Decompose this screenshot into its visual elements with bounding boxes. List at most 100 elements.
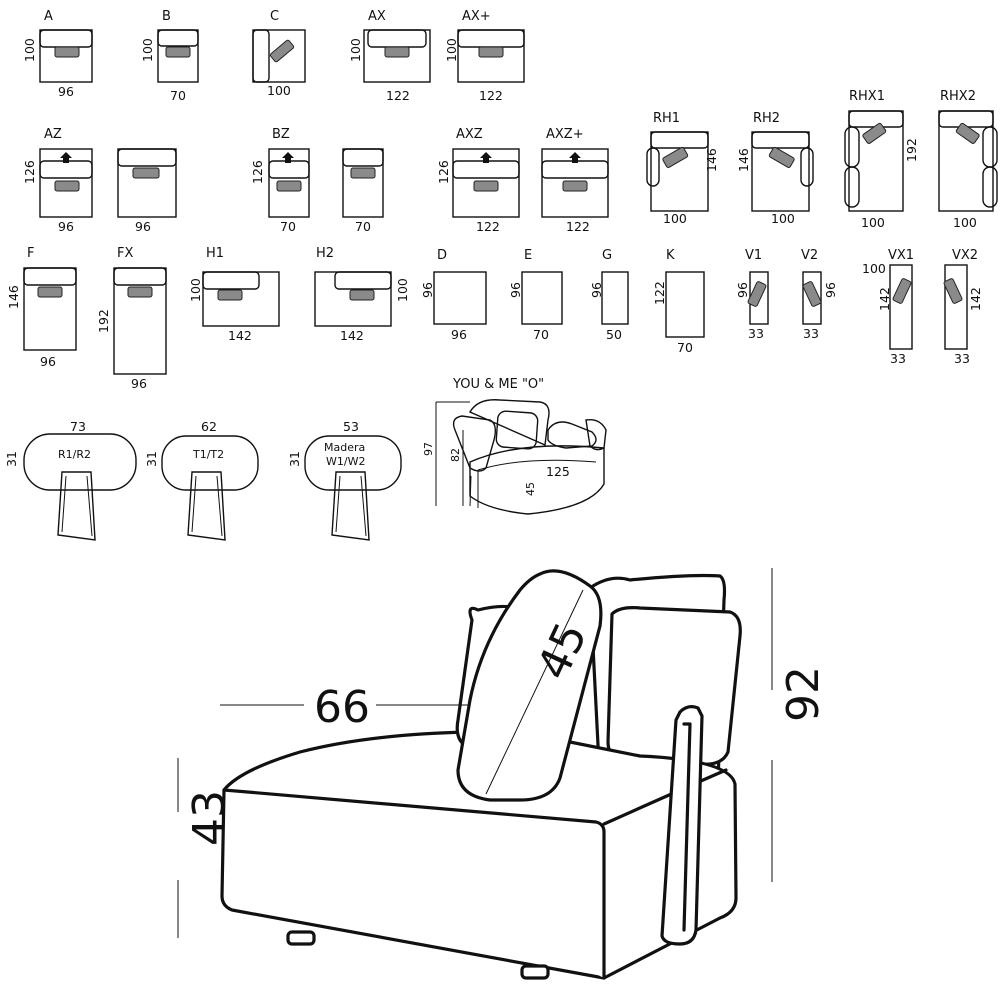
module-bz: BZ 126 70 70 — [250, 127, 384, 234]
module-g-depth: 96 — [589, 282, 604, 298]
module-axz-depth: 126 — [436, 160, 451, 184]
module-b-width: 70 — [170, 88, 186, 103]
module-rhx2-width: 100 — [953, 215, 977, 230]
module-rh1-code: RH1 — [653, 111, 680, 126]
module-rhx1-width: 100 — [861, 215, 885, 230]
table-r1-width: 73 — [70, 419, 86, 434]
module-rhx1: RHX1 192 100 — [844, 89, 919, 230]
module-rh1: RH1 146 100 — [646, 111, 719, 226]
module-az: AZ 126 96 96 — [22, 127, 177, 234]
module-vx2: VX2 142 33 — [943, 248, 983, 366]
module-rh1-width: 100 — [663, 211, 687, 226]
module-bz-depth: 126 — [250, 160, 265, 184]
module-bz-width-b: 70 — [355, 219, 371, 234]
module-a: A 100 96 — [22, 9, 93, 99]
module-ax-plus-depth: 100 — [444, 38, 459, 62]
module-a-width: 96 — [58, 84, 74, 99]
module-f-depth: 146 — [6, 285, 21, 309]
module-k: K 122 70 — [652, 248, 705, 355]
module-k-code: K — [666, 248, 675, 263]
module-rhx2-code: RHX2 — [940, 89, 976, 104]
module-ax: AX 100 122 — [348, 9, 431, 103]
module-ax-width: 122 — [386, 88, 410, 103]
module-fx-depth: 192 — [96, 309, 111, 333]
module-f-width: 96 — [40, 354, 56, 369]
module-rh1-depth: 146 — [704, 148, 719, 172]
module-fx-width: 96 — [131, 376, 147, 391]
main-seat-height-label: 43 — [184, 790, 235, 846]
module-axz-plus-width: 122 — [566, 219, 590, 234]
armchair-o: YOU & ME "O" 97 82 125 45 — [422, 377, 607, 515]
module-axz-width: 122 — [476, 219, 500, 234]
module-rhx2: RHX2 100 — [938, 89, 998, 230]
module-g-width: 50 — [606, 327, 622, 342]
table-w1-code: Madera — [324, 441, 365, 454]
module-e-width: 70 — [533, 327, 549, 342]
module-d: D 96 96 — [420, 248, 487, 342]
module-d-depth: 96 — [420, 282, 435, 298]
module-c: C 100 — [252, 9, 306, 98]
module-g: G 96 50 — [589, 248, 629, 342]
module-az-width-a: 96 — [58, 219, 74, 234]
module-h1-depth: 100 — [188, 278, 203, 302]
module-h1: H1 100 142 — [188, 246, 280, 343]
module-ax-plus-code: AX+ — [462, 9, 491, 24]
module-h2: H2 100 142 — [314, 246, 410, 343]
module-d-code: D — [437, 248, 447, 263]
main-perspective-view: 66 43 92 45 — [177, 568, 829, 980]
module-bz-width-a: 70 — [280, 219, 296, 234]
main-height-label: 92 — [778, 666, 829, 722]
module-rh2-depth: 146 — [736, 148, 751, 172]
table-r1-height: 31 — [4, 451, 19, 467]
table-t1-code: T1/T2 — [192, 448, 224, 461]
module-v1-width: 33 — [748, 326, 764, 341]
module-vx1-width: 33 — [890, 351, 906, 366]
module-h2-width: 142 — [340, 328, 364, 343]
table-r1-code: R1/R2 — [58, 448, 91, 461]
table-w1-w2: 53 Madera W1/W2 31 — [287, 419, 402, 541]
module-ax-code: AX — [368, 9, 386, 24]
module-rh2-width: 100 — [771, 211, 795, 226]
module-ax-depth: 100 — [348, 38, 363, 62]
module-az-depth: 126 — [22, 160, 37, 184]
module-a-code: A — [44, 9, 53, 24]
table-t1-width: 62 — [201, 419, 217, 434]
table-t1-t2: 62 T1/T2 31 — [144, 419, 259, 541]
table-t1-height: 31 — [144, 451, 159, 467]
module-az-width-b: 96 — [135, 219, 151, 234]
module-b-depth: 100 — [140, 38, 155, 62]
module-v2-width: 33 — [803, 326, 819, 341]
table-w1-code2: W1/W2 — [326, 455, 365, 468]
module-rh2: RH2 146 100 — [736, 111, 814, 226]
module-ax-plus: AX+ 100 122 — [444, 9, 525, 103]
module-e: E 96 70 — [508, 248, 563, 342]
module-vx1-extra: 100 — [862, 261, 886, 276]
module-vx1-code: VX1 — [888, 248, 914, 263]
module-v2-depth: 96 — [823, 282, 838, 298]
module-fx: FX 192 96 — [96, 246, 167, 391]
module-vx2-width: 33 — [954, 351, 970, 366]
module-ax-plus-width: 122 — [479, 88, 503, 103]
module-vx1-depth: 142 — [877, 287, 892, 311]
module-f: F 146 96 — [6, 246, 77, 369]
module-axz-plus-code: AXZ+ — [546, 127, 584, 142]
module-h2-code: H2 — [316, 246, 334, 261]
module-az-code: AZ — [44, 127, 62, 142]
table-w1-width: 53 — [343, 419, 359, 434]
main-depth-label: 66 — [314, 682, 370, 733]
module-v1: V1 96 33 — [735, 248, 769, 341]
module-f-code: F — [27, 246, 34, 261]
module-b-code: B — [162, 9, 171, 24]
module-v1-code: V1 — [745, 248, 762, 263]
module-v1-depth: 96 — [735, 282, 750, 298]
module-v2-code: V2 — [801, 248, 818, 263]
module-axz-plus: AXZ+ 122 — [541, 127, 609, 234]
module-c-code: C — [270, 9, 279, 24]
armchair-height-total: 97 — [422, 442, 435, 456]
module-vx2-code: VX2 — [952, 248, 978, 263]
module-e-depth: 96 — [508, 282, 523, 298]
module-rhx1-depth: 192 — [904, 138, 919, 162]
module-bz-code: BZ — [272, 127, 290, 142]
armchair-height-back: 82 — [449, 448, 462, 462]
